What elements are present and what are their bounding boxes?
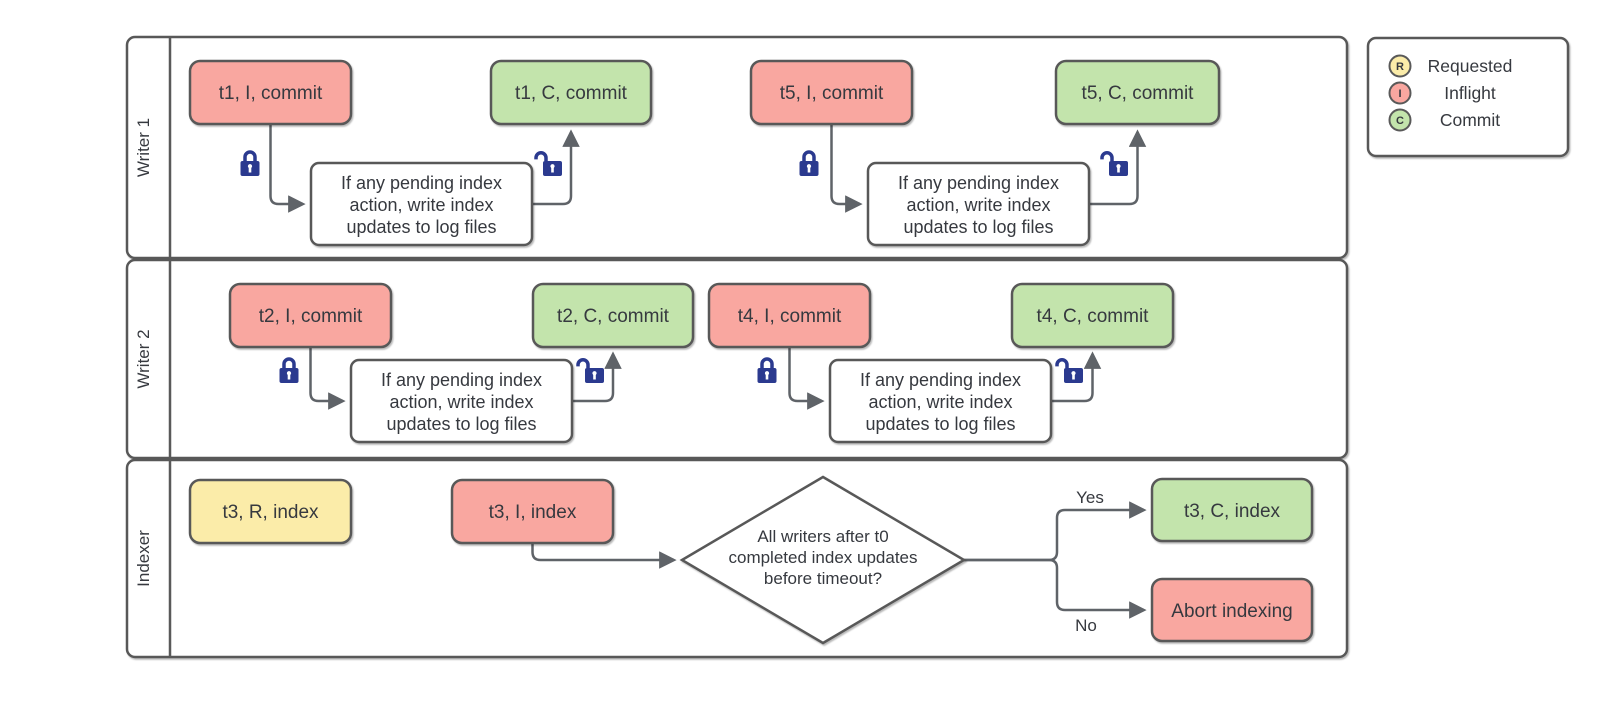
- connector-t5-inflight-to-process: [830, 125, 863, 213]
- node-t4-inflight: [707, 282, 872, 349]
- node-t1-inflight: [188, 59, 353, 126]
- connector-process-to-t1-commit: [532, 129, 580, 206]
- node-abort-indexing-label: Abort indexing: [1171, 601, 1292, 622]
- process-line: action, write index: [389, 392, 533, 412]
- process-line: If any pending index: [898, 173, 1059, 193]
- node-t3-commit-label: t3, C, index: [1184, 501, 1281, 522]
- decision-diamond: [679, 475, 967, 645]
- node-t5-inflight-label: t5, I, commit: [780, 83, 884, 104]
- node-process-writer1-a: [309, 161, 534, 247]
- process-line: updates to log files: [903, 217, 1053, 237]
- process-line: updates to log files: [346, 217, 496, 237]
- lane-label-indexer: Indexer: [134, 530, 153, 587]
- node-process-writer2-b: [828, 358, 1053, 444]
- node-t1-commit: [489, 59, 653, 126]
- node-t3-inflight: [450, 478, 615, 545]
- legend-label-requested: Requested: [1428, 56, 1513, 76]
- lane-label-writer-2: Writer 2: [134, 329, 153, 388]
- node-t2-inflight-label: t2, I, commit: [259, 306, 363, 327]
- connector-t1-inflight-to-process: [269, 125, 306, 213]
- node-t5-inflight: [749, 59, 914, 126]
- node-process-writer1-b: [866, 161, 1091, 247]
- decision-line: completed index updates: [728, 548, 917, 567]
- process-line: action, write index: [868, 392, 1012, 412]
- node-process-writer2-a: [349, 358, 574, 444]
- node-t3-inflight-label: t3, I, index: [489, 502, 577, 523]
- process-line: If any pending index: [860, 370, 1021, 390]
- process-line: action, write index: [906, 195, 1050, 215]
- process-line: action, write index: [349, 195, 493, 215]
- requested-state-icon: [1388, 54, 1412, 78]
- node-t2-commit: [531, 282, 695, 349]
- commit-state-icon: [1388, 108, 1412, 132]
- connector-t4-inflight-to-process: [788, 348, 825, 410]
- branch-label-yes: Yes: [1076, 488, 1104, 507]
- node-t1-inflight-label: t1, I, commit: [219, 83, 323, 104]
- process-line: If any pending index: [381, 370, 542, 390]
- legend-box: [1366, 36, 1570, 158]
- node-t3-requested-label: t3, R, index: [222, 502, 319, 523]
- inflight-state-icon: [1388, 81, 1412, 105]
- connector-t2-inflight-to-process: [309, 348, 346, 410]
- connector-decision-no: [964, 558, 1147, 619]
- node-t4-inflight-label: t4, I, commit: [738, 306, 842, 327]
- node-t2-inflight: [228, 282, 393, 349]
- legend: R Requested I Inflight C Commit: [1366, 36, 1570, 158]
- legend-letter-requested: R: [1396, 61, 1404, 73]
- node-t5-commit: [1054, 59, 1221, 126]
- connector-t3-inflight-to-decision: [531, 544, 677, 569]
- legend-letter-inflight: I: [1398, 88, 1401, 100]
- node-t5-commit-label: t5, C, commit: [1082, 83, 1195, 104]
- node-t3-requested: [188, 478, 353, 545]
- legend-label-commit: Commit: [1440, 110, 1500, 130]
- decision-line: before timeout?: [764, 569, 882, 588]
- branch-label-no: No: [1075, 616, 1097, 635]
- node-t1-commit-label: t1, C, commit: [515, 83, 628, 104]
- node-abort-indexing: [1150, 577, 1314, 643]
- process-line: updates to log files: [865, 414, 1015, 434]
- connector-process-to-t5-commit: [1089, 129, 1147, 206]
- node-t4-commit: [1010, 282, 1175, 349]
- node-t2-commit-label: t2, C, commit: [557, 306, 670, 327]
- process-line: updates to log files: [386, 414, 536, 434]
- legend-letter-commit: C: [1396, 115, 1404, 127]
- process-line: If any pending index: [341, 173, 502, 193]
- lane-label-writer-1: Writer 1: [134, 118, 153, 177]
- node-t3-commit: [1150, 477, 1314, 543]
- legend-label-inflight: Inflight: [1444, 83, 1496, 103]
- decision-line: All writers after t0: [757, 527, 888, 546]
- connector-process-to-t4-commit: [1051, 351, 1102, 403]
- node-t4-commit-label: t4, C, commit: [1037, 306, 1150, 327]
- connector-process-to-t2-commit: [572, 351, 622, 403]
